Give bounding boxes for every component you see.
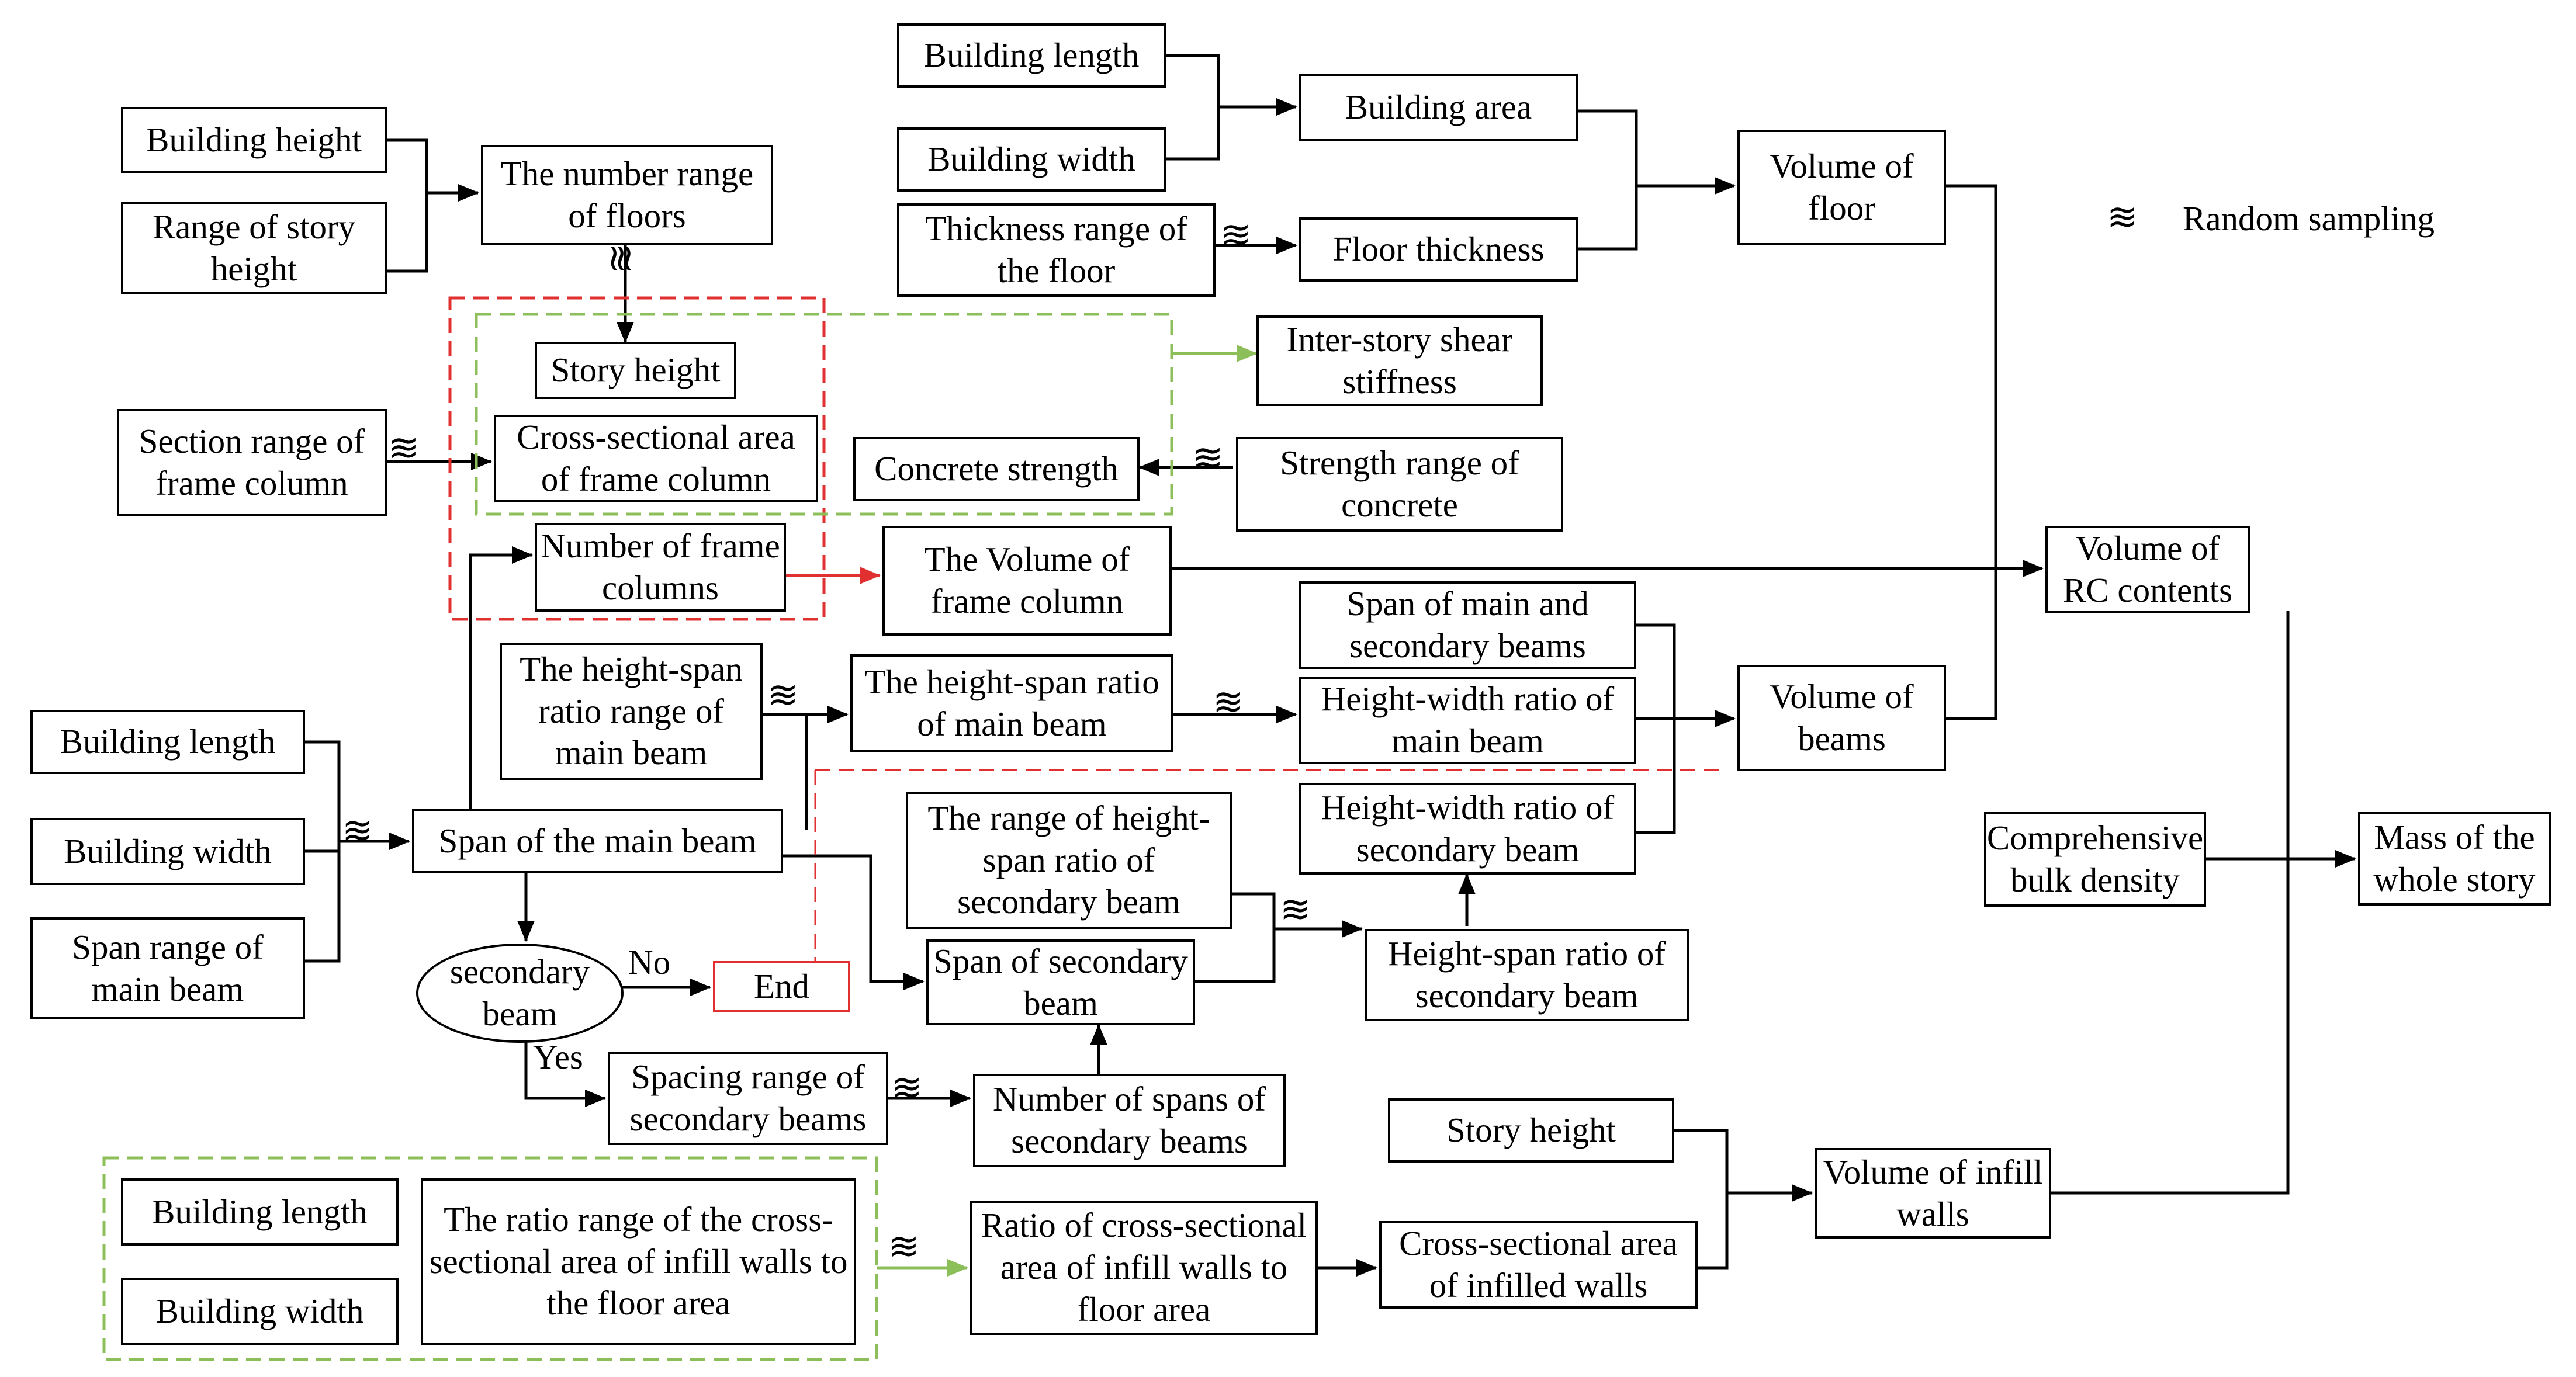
node-building-area: Building area <box>1299 74 1578 141</box>
node-section-range-column: Section range of frame column <box>117 409 387 516</box>
node-cross-area-infilled: Cross-sectional area of infilled walls <box>1379 1221 1698 1309</box>
line-area-thickness <box>1578 109 1638 251</box>
node-spacing-range-secondary: Spacing range of secondary beams <box>608 1052 888 1145</box>
node-height-span-range-main: The height-span ratio range of main beam <box>500 643 763 780</box>
node-number-range-floors: The number range of floors <box>481 145 773 245</box>
node-span-secondary-beam: Span of secondary beam <box>926 939 1195 1025</box>
random-sampling-icon: ≋ <box>767 674 799 717</box>
node-range-story-height: Range of story height <box>121 202 387 294</box>
node-volume-rc-contents: Volume of RC contents <box>2045 526 2250 613</box>
node-end: End <box>713 961 850 1012</box>
legend-random-sampling-label: Random sampling <box>2183 199 2435 238</box>
green-dashed-region-bottom <box>102 1156 878 1361</box>
green-dashed-region-top <box>475 313 1173 516</box>
node-building-width-bottom: Building width <box>121 1278 399 1345</box>
random-sampling-icon: ≋ <box>388 426 420 470</box>
node-span-range-main: Span range of main beam <box>30 917 305 1019</box>
random-sampling-icon: ≋ <box>598 242 642 274</box>
node-story-height-top: Story height <box>535 342 736 399</box>
label-no: No <box>628 943 671 981</box>
legend-random-sampling-icon: ≋ <box>2107 196 2138 239</box>
node-volume-floor: Volume of floor <box>1737 130 1946 245</box>
node-secondary-beam-decision: secondary beam <box>416 944 624 1043</box>
node-concrete-strength: Concrete strength <box>853 437 1140 501</box>
random-sampling-icon: ≋ <box>1220 213 1252 256</box>
node-volume-beams: Volume of beams <box>1737 665 1946 771</box>
line-infill-join <box>1674 1129 1729 1270</box>
node-height-span-main: The height-span ratio of main beam <box>850 654 1173 752</box>
node-building-height: Building height <box>121 107 387 173</box>
random-sampling-icon: ≋ <box>891 1066 923 1109</box>
random-sampling-icon: ≋ <box>342 809 373 852</box>
line-infill-to-mass <box>2051 865 2290 1195</box>
node-building-length-bottom: Building length <box>121 1178 399 1246</box>
node-building-width-mid: Building width <box>30 818 305 885</box>
node-number-spans-secondary: Number of spans of secondary beams <box>973 1074 1286 1167</box>
line-span-to-hs <box>805 713 847 830</box>
line-floor-to-rc <box>1946 184 1997 720</box>
node-thickness-range-floor: Thickness range of the floor <box>897 203 1216 297</box>
node-span-main-secondary: Span of main and secondary beams <box>1299 581 1636 669</box>
node-height-span-secondary: Height-span ratio of secondary beam <box>1365 929 1689 1021</box>
arrow-yes-to-spacing <box>524 1040 606 1107</box>
line-bh-join <box>387 138 428 273</box>
node-story-height-bottom: Story height <box>1388 1098 1674 1163</box>
node-strength-range-concrete: Strength range of concrete <box>1236 437 1563 532</box>
random-sampling-icon: ≋ <box>1192 436 1224 480</box>
random-sampling-icon: ≋ <box>1213 681 1244 724</box>
node-height-width-main: Height-width ratio of main beam <box>1299 677 1636 764</box>
arrow-span-to-span-secondary <box>783 854 925 990</box>
node-building-length-mid: Building length <box>30 710 305 774</box>
node-height-width-secondary: Height-width ratio of secondary beam <box>1299 783 1636 875</box>
red-dashed-region <box>448 296 826 621</box>
line-lw-join <box>1166 54 1220 161</box>
node-volume-frame-column: The Volume of frame column <box>882 526 1172 636</box>
node-number-frame-columns: Number of frame columns <box>535 523 786 612</box>
node-ratio-range-infill: The ratio range of the cross-sectional a… <box>421 1178 856 1345</box>
node-ratio-infill: Ratio of cross-sectional area of infill … <box>970 1201 1318 1335</box>
node-range-height-span-secondary: The range of height-span ratio of second… <box>906 792 1232 929</box>
node-volume-infill-walls: Volume of infill walls <box>1815 1148 2051 1239</box>
node-span-main-beam: Span of the main beam <box>412 809 783 873</box>
random-sampling-icon: ≋ <box>888 1225 920 1268</box>
line-sec-join <box>1195 892 1276 983</box>
node-cross-area-column: Cross-sectional area of frame column <box>494 415 818 502</box>
node-inter-story-stiffness: Inter-story shear stiffness <box>1256 315 1543 406</box>
random-sampling-icon: ≋ <box>1280 888 1311 931</box>
node-building-length-top: Building length <box>897 23 1166 88</box>
node-mass-whole-story: Mass of the whole story <box>2358 812 2551 906</box>
line-beams-join <box>1636 623 1676 834</box>
line-span-to-columns <box>469 546 533 815</box>
node-floor-thickness: Floor thickness <box>1299 217 1578 282</box>
label-yes: Yes <box>533 1038 583 1076</box>
node-building-width-top: Building width <box>897 127 1166 192</box>
node-comprehensive-density: Comprehensive bulk density <box>1984 812 2206 907</box>
